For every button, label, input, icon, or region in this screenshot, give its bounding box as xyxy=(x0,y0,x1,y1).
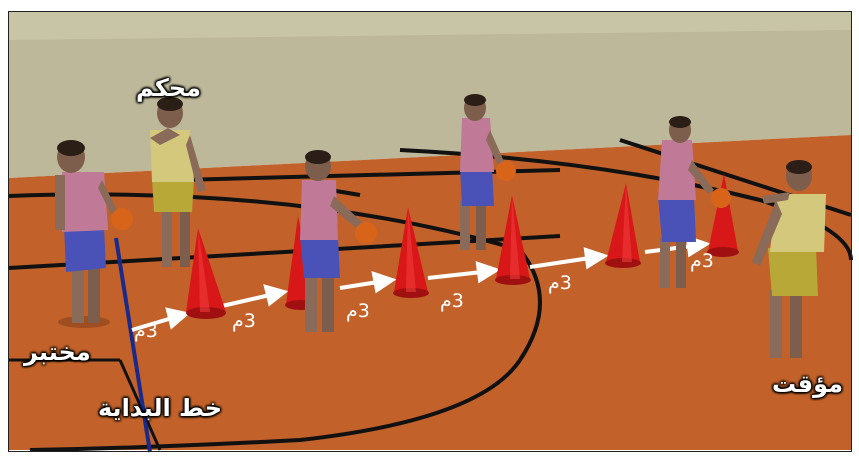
basketball xyxy=(355,222,377,244)
distance-label: 3م xyxy=(548,272,572,294)
distance-label: 3م xyxy=(134,320,158,342)
basketball xyxy=(496,161,516,181)
basketball xyxy=(711,188,731,208)
examiner-label: مختبر xyxy=(24,338,91,366)
start-line-label: خط البداية xyxy=(98,394,222,422)
timer-label: مؤقت xyxy=(772,370,843,398)
distance-label: 3م xyxy=(440,290,464,312)
distance-label: 3م xyxy=(346,300,370,322)
basketball xyxy=(111,208,133,230)
referee-label: محكم xyxy=(136,74,201,102)
distance-label: 3م xyxy=(690,250,714,272)
distance-label: 3م xyxy=(232,310,256,332)
